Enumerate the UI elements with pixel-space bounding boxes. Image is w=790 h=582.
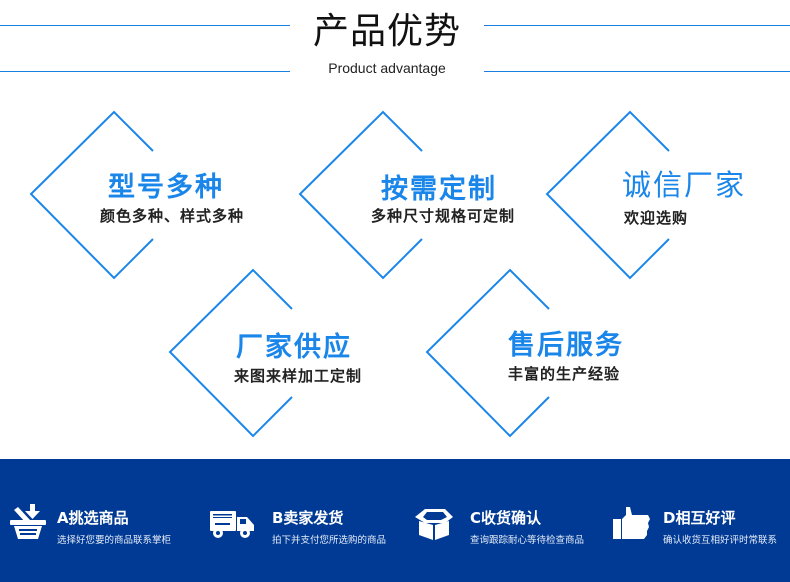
advantage-desc: 欢迎选购: [624, 209, 689, 227]
box-icon: [413, 505, 455, 545]
diamond-frame-5: [425, 268, 550, 438]
advantage-desc: 颜色多种、样式多种: [100, 207, 245, 225]
thumbs-up-icon: [612, 505, 652, 545]
advantage-desc: 丰富的生产经验: [508, 365, 621, 383]
advantage-title: 按需定制: [381, 174, 497, 205]
diamond-frame-1: [29, 110, 154, 280]
step-desc: 选择好您要的商品联系掌柜: [57, 535, 172, 546]
advantage-desc: 多种尺寸规格可定制: [371, 207, 516, 225]
step-title: C收货确认: [470, 509, 542, 527]
diamond-frame-2: [298, 110, 423, 280]
header-line-top-left: [0, 25, 290, 26]
page-title: 产品优势: [312, 11, 461, 52]
truck-icon: [209, 509, 255, 543]
step-title: B卖家发货: [272, 509, 344, 527]
advantage-desc: 来图来样加工定制: [234, 367, 363, 385]
diamond-frame-3: [545, 110, 670, 280]
step-title: A挑选商品: [57, 509, 129, 527]
step-desc: 确认收货互相好评时常联系: [663, 535, 778, 546]
diamond-frames: [29, 110, 670, 438]
diamond-frame-4: [168, 268, 293, 438]
process-footer: A挑选商品 选择好您要的商品联系掌柜: [0, 459, 790, 582]
advantage-title: 厂家供应: [236, 332, 352, 363]
step-b: B卖家发货 拍下并支付您所选购的商品: [200, 459, 400, 582]
step-title: D相互好评: [663, 509, 736, 527]
advantage-title: 诚信厂家: [622, 168, 747, 202]
basket-icon: [8, 504, 48, 544]
step-c: C收货确认 查询跟踪耐心等待检查商品: [400, 459, 600, 582]
header-line-top-right: [484, 25, 790, 26]
page-subtitle: Product advantage: [328, 60, 446, 76]
step-d: D相互好评 确认收货互相好评时常联系: [600, 459, 790, 582]
advantage-title: 型号多种: [108, 172, 224, 203]
advantage-title: 售后服务: [508, 330, 624, 361]
step-a: A挑选商品 选择好您要的商品联系掌柜: [0, 459, 200, 582]
step-desc: 拍下并支付您所选购的商品: [272, 535, 387, 546]
step-desc: 查询跟踪耐心等待检查商品: [470, 535, 585, 546]
header-line-bottom-left: [0, 71, 290, 72]
header-line-bottom-right: [484, 71, 790, 72]
